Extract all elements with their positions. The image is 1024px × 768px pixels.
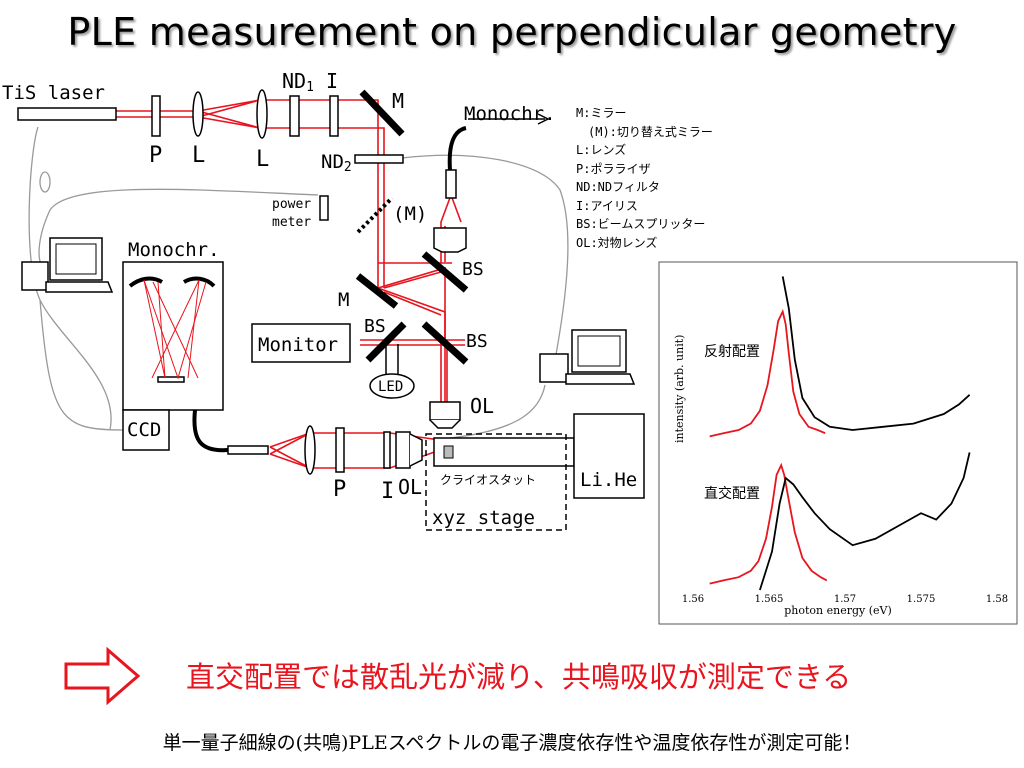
switchable-mirror: (M) — [356, 196, 427, 234]
tis-laser-label: TiS laser — [2, 82, 105, 104]
lens-bottom — [304, 425, 316, 475]
svg-text:CCD: CCD — [127, 419, 161, 441]
beam-splitter-2: BS — [364, 316, 407, 363]
ccd-box: CCD — [122, 409, 170, 451]
x-tick-label: 1.57 — [834, 594, 856, 605]
spectrum-chart: intensity (arb. unit) photon energy (eV)… — [658, 261, 1018, 625]
x-axis-ticks: 1.56 1.565 1.57 1.575 1.58 — [682, 594, 1008, 605]
svg-text:BS: BS — [462, 259, 484, 280]
svg-text:M: M — [392, 89, 404, 113]
x-tick-label: 1.575 — [907, 594, 936, 605]
mirror-mid: M — [338, 273, 399, 311]
xyz-stage: xyz stage — [425, 433, 567, 531]
svg-text:P: P — [149, 143, 162, 168]
lens-l1: L — [192, 91, 205, 168]
svg-text:ND1: ND1 — [282, 69, 314, 95]
computer-left — [21, 237, 114, 293]
x-tick-label: 1.565 — [755, 594, 784, 605]
svg-text:xyz stage: xyz stage — [432, 507, 535, 529]
svg-text:OL: OL — [398, 475, 422, 499]
lihe-box: Li.He — [573, 413, 645, 499]
polarizer-top: P — [149, 95, 162, 168]
monochr-output-top: Monochr. — [445, 103, 556, 199]
spectrum-series-line — [709, 462, 828, 585]
svg-text:power: power — [272, 197, 311, 212]
svg-text:Monochr.: Monochr. — [464, 103, 556, 125]
monitor-box: Monitor — [251, 323, 351, 363]
legend-item: M:ミラー — [576, 106, 627, 120]
led: LED — [369, 344, 415, 399]
optical-fibers — [28, 126, 569, 439]
beam-splitter-1: BS — [421, 251, 484, 293]
svg-text:BS: BS — [364, 316, 386, 337]
nd1-filter: ND1 — [282, 69, 314, 137]
legend-item: BS:ビームスプリッター — [576, 217, 706, 231]
tis-laser: TiS laser — [2, 82, 117, 121]
beam-splitter-3: BS — [421, 321, 488, 365]
svg-text:I: I — [326, 69, 338, 93]
svg-text:P: P — [333, 477, 346, 502]
legend-item: L:レンズ — [576, 143, 627, 157]
svg-text:Monitor: Monitor — [258, 334, 338, 356]
legend-list: M:ミラー (M):切り替え式ミラー L:レンズ P:ポラライザ ND:NDフィ… — [576, 104, 713, 252]
power-meter: power meter — [272, 195, 329, 230]
cryostat: クライオスタット — [433, 437, 575, 487]
polarizer-bottom: P — [333, 427, 346, 502]
legend-item: OL:対物レンズ — [576, 235, 658, 250]
spectrum-series-line — [781, 276, 971, 431]
computer-right — [539, 329, 636, 385]
legend-item: I:アイリス — [576, 198, 638, 213]
x-tick-label: 1.58 — [986, 594, 1008, 605]
spectrum-series-line — [709, 308, 826, 438]
iris-bottom: I — [381, 431, 394, 504]
x-tick-label: 1.56 — [682, 594, 704, 605]
objective-monochr — [433, 227, 467, 253]
legend-item: (M):切り替え式ミラー — [576, 124, 713, 139]
svg-text:Li.He: Li.He — [580, 469, 637, 491]
iris-top: I — [326, 69, 339, 137]
legend-item: ND:NDフィルタ — [576, 180, 660, 194]
svg-text:M: M — [338, 289, 349, 311]
svg-text:(M): (M) — [393, 203, 427, 225]
annotation-reflection: 反射配置 — [704, 344, 760, 360]
svg-text:LED: LED — [378, 379, 403, 395]
y-axis-label: intensity (arb. unit) — [673, 335, 686, 443]
conclusion-text: 直交配置では散乱光が減り、共鳴吸収が測定できる — [186, 660, 852, 694]
mirror-top: M — [359, 89, 405, 137]
chart-plot-area — [709, 276, 971, 591]
lens-l2: L — [256, 89, 269, 172]
x-axis-label: photon energy (eV) — [784, 604, 892, 617]
svg-text:L: L — [192, 143, 205, 168]
svg-text:I: I — [381, 479, 394, 504]
annotation-perpendicular: 直交配置 — [704, 485, 760, 502]
svg-text:ND2: ND2 — [321, 151, 352, 175]
monochromator-box: Monochr. — [122, 239, 224, 411]
svg-text:Monochr.: Monochr. — [128, 239, 220, 261]
svg-text:BS: BS — [466, 331, 488, 352]
legend-item: P:ポラライザ — [576, 161, 651, 176]
svg-text:OL: OL — [470, 394, 494, 418]
right-arrow-icon — [64, 646, 141, 706]
spectrum-series-line — [759, 452, 971, 591]
svg-text:クライオスタット: クライオスタット — [440, 473, 536, 487]
fiber-to-sample — [192, 409, 269, 455]
slide-title: PLE measurement on perpendicular geometr… — [67, 10, 957, 54]
svg-text:L: L — [256, 147, 269, 172]
nd2-filter: ND2 — [321, 151, 404, 175]
objective-lens-top: OL — [429, 394, 494, 429]
svg-text:meter: meter — [272, 215, 311, 230]
footnote-text: 単一量子細線の(共鳴)PLEスペクトルの電子濃度依存性や温度依存性が測定可能！ — [162, 732, 862, 754]
objective-lens-bottom: OL — [395, 431, 423, 499]
